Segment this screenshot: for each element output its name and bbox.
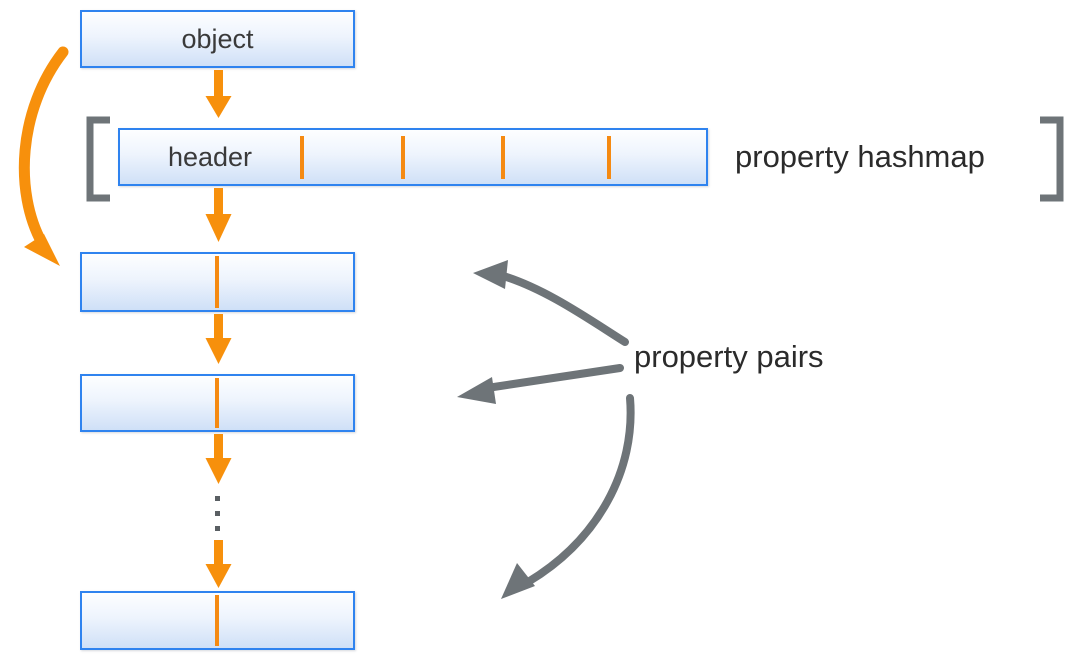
- property-pair-thread-1: [215, 256, 219, 308]
- object-box[interactable]: [80, 10, 355, 68]
- hashmap-divider-3: [501, 136, 505, 179]
- property-pair-thread-last: [215, 595, 219, 646]
- arrow-pair1-to-pair2: [205, 314, 232, 364]
- property-pair-thread-2: [215, 378, 219, 428]
- arrow-object-to-pair-curved: [18, 46, 69, 266]
- property-hashmap-label: property hashmap: [735, 139, 985, 174]
- property-pairs-arrow-lower: [501, 394, 635, 599]
- arrow-ellipsis-to-last-pair: [205, 540, 232, 588]
- bracket-open: [86, 116, 110, 202]
- ellipsis-dot-1: [215, 496, 220, 501]
- property-pairs-arrow-upper: [473, 260, 629, 346]
- hashmap-divider-1: [300, 136, 304, 179]
- arrow-hashmap-to-pair1: [205, 188, 232, 242]
- object-box-label: object: [181, 23, 254, 54]
- hashmap-header-cell-label: header: [167, 141, 253, 172]
- hashmap-divider-4: [607, 136, 611, 179]
- ellipsis-dot-2: [215, 511, 220, 516]
- property-pairs-arrow-middle: [457, 364, 624, 404]
- property-pairs-arrows: [457, 260, 635, 599]
- arrow-object-to-hashmap: [205, 70, 232, 118]
- ellipsis-dot-3: [215, 526, 220, 531]
- bracket-close: [1040, 116, 1064, 202]
- hashmap-divider-2: [401, 136, 405, 179]
- arrow-pair2-to-ellipsis: [205, 434, 232, 484]
- property-pairs-label: property pairs: [634, 339, 824, 374]
